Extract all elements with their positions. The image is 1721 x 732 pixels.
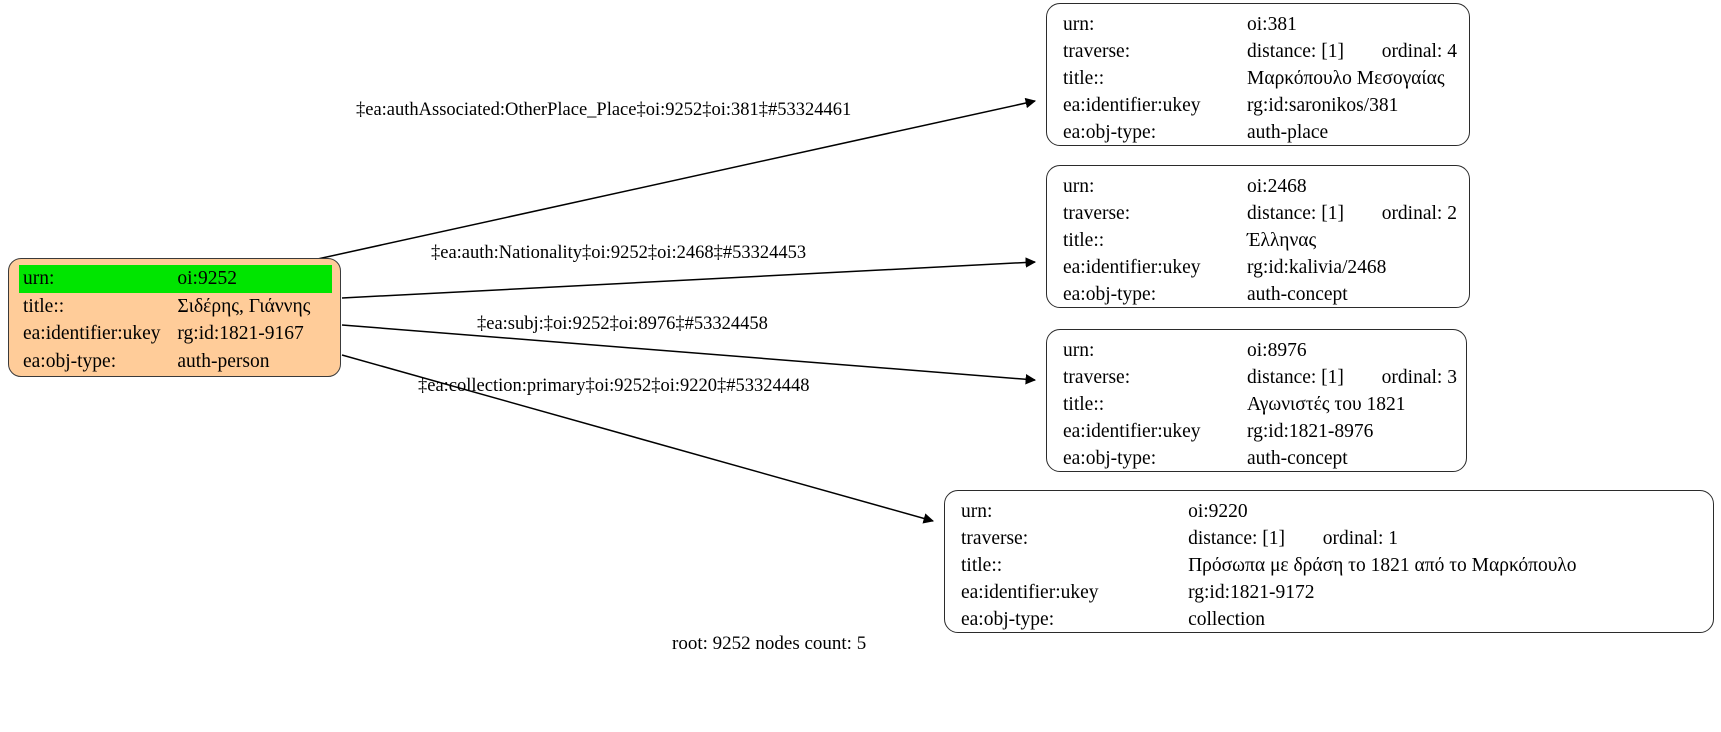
row-key: ea:identifier:ukey [961,582,1099,603]
node-row: urn: oi:9252 [19,265,332,293]
node-row: traverse: distance: [1] ordinal: 4 [1063,38,1457,65]
row-key: traverse: [961,528,1029,549]
row-value: rg:id:saronikos/381 [1247,95,1399,116]
node-row: title:: Αγωνιστές του 1821 [1063,391,1457,418]
row-value: Μαρκόπουλο Μεσογαίας [1247,68,1445,89]
traverse-distance: distance: [1] [1247,203,1344,224]
row-value: distance: [1] ordinal: 4 [1247,38,1457,65]
row-key: urn: [19,265,174,293]
row-value: Πρόσωπα με δράση το 1821 από το Μαρκόπου… [1188,555,1577,576]
node-9220-table: urn: oi:9220 traverse: distance: [1] ord… [961,498,1701,633]
row-value: distance: [1] ordinal: 2 [1247,200,1457,227]
node-row: urn: oi:2468 [1063,173,1457,200]
row-key: urn: [1063,176,1095,197]
node-row: ea:obj-type: auth-concept [1063,445,1457,472]
node-9220[interactable]: urn: oi:9220 traverse: distance: [1] ord… [944,490,1714,633]
row-value: oi:381 [1247,14,1297,35]
row-value: oi:9252 [173,265,332,293]
edge-9252-381 [312,97,1037,261]
row-key: urn: [1063,340,1095,361]
node-row: ea:identifier:ukey rg:id:1821-9172 [961,579,1701,606]
row-key: traverse: [1063,203,1131,224]
node-row: ea:obj-type: auth-person [19,348,332,376]
row-key: title:: [1063,394,1105,415]
traverse-distance: distance: [1] [1247,41,1344,62]
row-value: rg:id:1821-8976 [1247,421,1374,442]
node-row: title:: Μαρκόπουλο Μεσογαίας [1063,65,1457,92]
row-key: ea:obj-type: [23,350,117,372]
node-row: title:: Σιδέρης, Γιάννης [19,293,332,321]
traverse-ordinal: ordinal: 3 [1381,367,1457,388]
node-root-9252[interactable]: urn: oi:9252 title:: Σιδέρης, Γιάννης ea… [8,258,341,377]
row-key: ea:identifier:ukey [23,323,161,344]
traverse-ordinal: ordinal: 1 [1322,528,1399,549]
row-key: urn: [1063,14,1095,35]
row-key: title:: [23,295,65,317]
row-value: rg:id:1821-9172 [1188,582,1315,603]
row-key: title:: [1063,230,1105,251]
node-381[interactable]: urn: oi:381 traverse: distance: [1] ordi… [1046,3,1470,146]
node-row: traverse: distance: [1] ordinal: 3 [1063,364,1457,391]
node-row: ea:identifier:ukey rg:id:1821-8976 [1063,418,1457,445]
node-row: urn: oi:9220 [961,498,1701,525]
graph-footer-caption: root: 9252 nodes count: 5 [672,633,867,654]
row-key: title:: [961,555,1003,576]
row-key: ea:identifier:ukey [1063,257,1201,278]
row-value: collection [1188,609,1265,630]
traverse-ordinal: ordinal: 2 [1381,203,1457,224]
node-row: urn: oi:8976 [1063,337,1457,364]
row-value: auth-concept [1247,284,1348,305]
edge-label-authassociated-otherplace: ‡ea:authAssociated:OtherPlace_Place‡oi:9… [356,100,852,120]
node-2468[interactable]: urn: oi:2468 traverse: distance: [1] ord… [1046,165,1470,308]
row-key: ea:obj-type: [1063,284,1157,305]
node-row: ea:identifier:ukey rg:id:saronikos/381 [1063,92,1457,119]
row-key: traverse: [1063,367,1131,388]
row-value: rg:id:1821-9167 [177,323,304,344]
node-row: urn: oi:381 [1063,11,1457,38]
row-value: oi:8976 [1247,340,1307,361]
edge-label-auth-nationality: ‡ea:auth:Nationality‡oi:9252‡oi:2468‡#53… [431,243,807,263]
node-8976[interactable]: urn: oi:8976 traverse: distance: [1] ord… [1046,329,1467,472]
node-row: traverse: distance: [1] ordinal: 1 [961,525,1701,552]
row-value: distance: [1] ordinal: 1 [1188,525,1701,552]
node-row: traverse: distance: [1] ordinal: 2 [1063,200,1457,227]
row-value: oi:9220 [1188,501,1248,522]
row-key: ea:obj-type: [1063,448,1157,469]
row-value: oi:2468 [1247,176,1307,197]
edge-label-collection-primary: ‡ea:collection:primary‡oi:9252‡oi:9220‡#… [418,376,810,396]
row-value: auth-person [177,350,270,372]
node-381-table: urn: oi:381 traverse: distance: [1] ordi… [1063,11,1457,146]
node-2468-table: urn: oi:2468 traverse: distance: [1] ord… [1063,173,1457,308]
row-key: title:: [1063,68,1105,89]
row-value: auth-place [1247,122,1329,143]
row-value: Σιδέρης, Γιάννης [177,295,311,317]
row-value: Αγωνιστές του 1821 [1247,394,1406,415]
node-row: ea:obj-type: auth-place [1063,119,1457,146]
node-row: title:: Πρόσωπα με δράση το 1821 από το … [961,552,1701,579]
node-row: ea:obj-type: collection [961,606,1701,633]
node-row: title:: Έλληνας [1063,227,1457,254]
row-key: ea:identifier:ukey [1063,421,1201,442]
node-8976-table: urn: oi:8976 traverse: distance: [1] ord… [1063,337,1457,472]
traverse-distance: distance: [1] [1247,367,1344,388]
row-value: auth-concept [1247,448,1348,469]
row-value: distance: [1] ordinal: 3 [1247,364,1457,391]
node-row: ea:obj-type: auth-concept [1063,281,1457,308]
node-row: ea:identifier:ukey rg:id:kalivia/2468 [1063,254,1457,281]
edge-9252-2468 [341,257,1037,299]
row-key: traverse: [1063,41,1131,62]
row-value: rg:id:kalivia/2468 [1247,257,1387,278]
row-key: urn: [961,501,993,522]
node-row: ea:identifier:ukey rg:id:1821-9167 [19,320,332,348]
traverse-ordinal: ordinal: 4 [1381,41,1457,62]
row-key: ea:identifier:ukey [1063,95,1201,116]
row-key: ea:obj-type: [1063,122,1157,143]
row-value: Έλληνας [1247,230,1317,251]
row-key: ea:obj-type: [961,609,1055,630]
node-root-table: urn: oi:9252 title:: Σιδέρης, Γιάννης ea… [19,265,332,375]
edge-label-subj: ‡ea:subj:‡oi:9252‡oi:8976‡#53324458 [477,314,768,334]
traverse-distance: distance: [1] [1188,528,1286,549]
